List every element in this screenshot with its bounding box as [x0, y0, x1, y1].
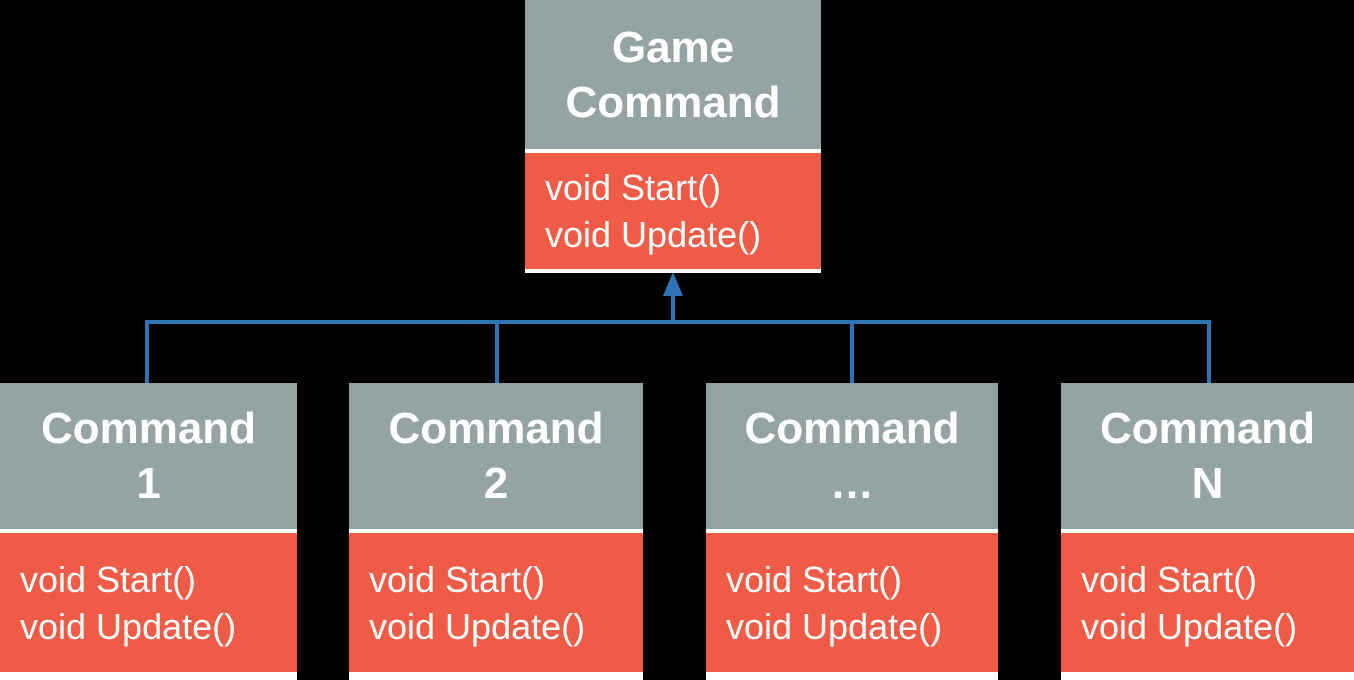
method-item: void Update() — [20, 605, 237, 647]
class-name-line: N — [1191, 459, 1224, 508]
class-box-command-ellipsis: Command … void Start() void Update() — [706, 383, 998, 680]
class-name-line: Command — [565, 77, 781, 127]
methods-section: void Start() void Update() — [525, 153, 821, 269]
section-divider — [1061, 529, 1354, 533]
class-name-line: Command — [388, 404, 604, 453]
inheritance-arrowhead-icon — [663, 272, 683, 296]
section-divider — [349, 529, 643, 533]
class-name-line: … — [830, 459, 874, 508]
method-item: void Update() — [1081, 605, 1298, 647]
connector-trunk — [145, 320, 1211, 383]
class-box-command-n: Command N void Start() void Update() — [1061, 383, 1354, 680]
class-name-line: Command — [40, 404, 257, 453]
section-divider — [706, 529, 998, 533]
class-header: Command 2 — [349, 383, 643, 529]
class-header: Command 1 — [0, 383, 297, 529]
method-item: void Start() — [20, 558, 197, 600]
method-item: void Update() — [369, 605, 586, 647]
section-divider — [525, 149, 821, 153]
method-item: void Start() — [1081, 558, 1258, 600]
method-item: void Update() — [726, 605, 943, 647]
class-name-line: Game — [611, 22, 735, 72]
connector-lines — [145, 292, 1211, 383]
class-header: Command N — [1061, 383, 1354, 529]
class-box-command-2: Command 2 void Start() void Update() — [349, 383, 643, 680]
class-box-game-command: Game Command void Start() void Update() — [525, 0, 821, 273]
section-divider — [0, 529, 297, 533]
class-header: Command … — [706, 383, 998, 529]
methods-section: void Start() void Update() — [1061, 533, 1354, 672]
methods-section: void Start() void Update() — [706, 533, 998, 672]
method-item: void Update() — [545, 214, 762, 255]
class-name-line: Command — [1099, 404, 1316, 453]
method-item: void Start() — [545, 167, 722, 208]
class-name-line: 1 — [136, 459, 161, 508]
class-header: Game Command — [525, 0, 821, 149]
class-name-line: 2 — [483, 459, 509, 508]
method-item: void Start() — [726, 558, 903, 600]
methods-section: void Start() void Update() — [349, 533, 643, 672]
class-box-command-1: Command 1 void Start() void Update() — [0, 383, 297, 680]
method-item: void Start() — [369, 558, 546, 600]
methods-section: void Start() void Update() — [0, 533, 297, 672]
class-name-line: Command — [744, 404, 960, 453]
